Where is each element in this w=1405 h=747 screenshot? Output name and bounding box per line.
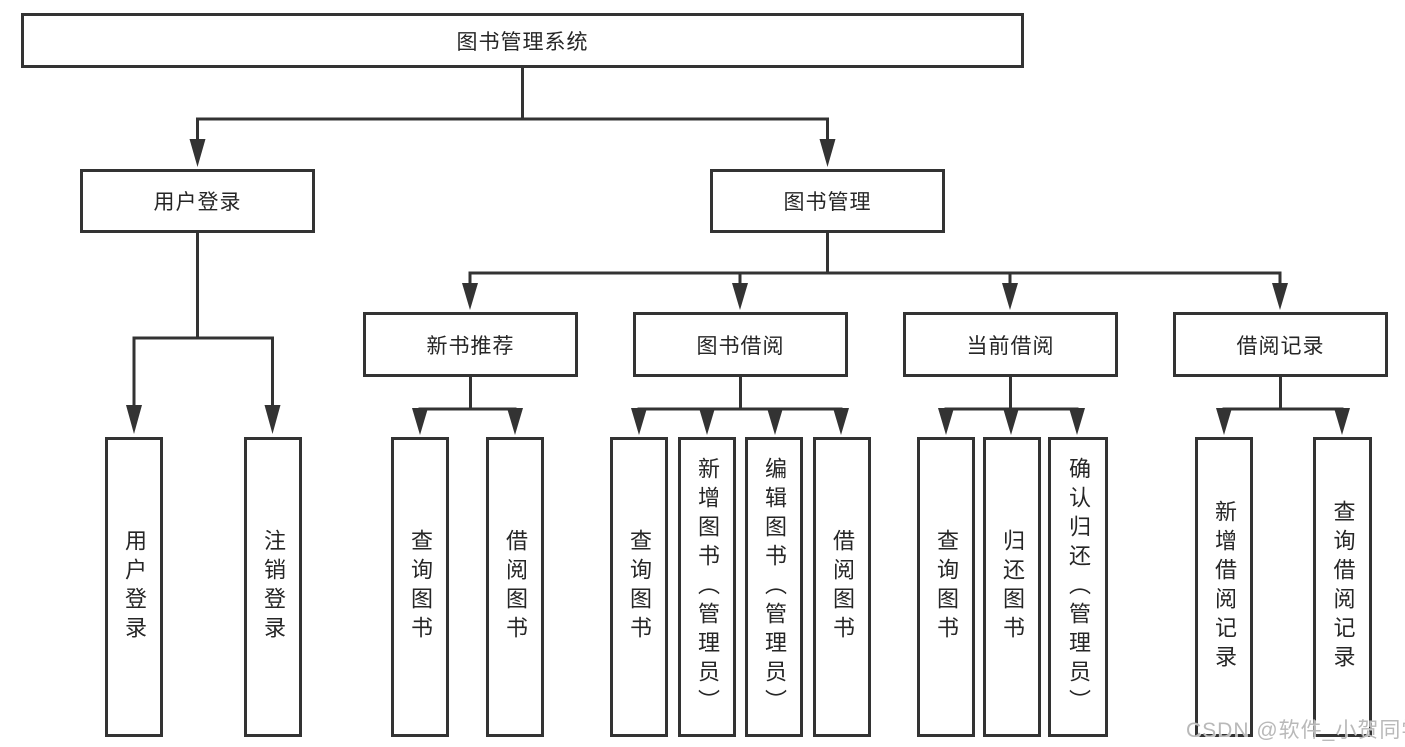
connector-new-book-to-leaves <box>412 377 523 435</box>
leaf-add-borrow-record: 新增借阅记录 <box>1195 437 1253 737</box>
leaf-label: 借阅图书 <box>503 529 528 645</box>
leaf-label: 新增借阅记录 <box>1212 500 1237 674</box>
leaf-label: 查询图书 <box>627 529 652 645</box>
node-new-book-recommend: 新书推荐 <box>363 312 578 377</box>
node-label: 新书推荐 <box>426 334 515 358</box>
node-book-management: 图书管理 <box>710 169 945 233</box>
node-book-borrow: 图书借阅 <box>633 312 848 377</box>
leaf-label: 编辑图书（管理员） <box>762 456 787 718</box>
leaf-logout: 注销登录 <box>244 437 302 737</box>
leaf-query-books-2: 查询图书 <box>610 437 668 737</box>
node-user-login: 用户登录 <box>80 169 315 233</box>
leaf-label: 确认归还（管理员） <box>1066 456 1091 718</box>
leaf-borrow-books-1: 借阅图书 <box>486 437 544 737</box>
node-label: 当前借阅 <box>966 334 1055 358</box>
connector-user-login-to-leaves <box>126 233 281 434</box>
leaf-label: 注销登录 <box>261 529 286 645</box>
leaf-add-books-admin: 新增图书（管理员） <box>678 437 736 737</box>
node-root-library-system: 图书管理系统 <box>21 13 1024 68</box>
leaf-confirm-return-admin: 确认归还（管理员） <box>1048 437 1108 737</box>
leaf-return-books: 归还图书 <box>983 437 1041 737</box>
leaf-query-books-3: 查询图书 <box>917 437 975 737</box>
leaf-borrow-books-2: 借阅图书 <box>813 437 871 737</box>
leaf-query-books-1: 查询图书 <box>391 437 449 737</box>
leaf-query-borrow-record: 查询借阅记录 <box>1313 437 1372 737</box>
leaf-label: 新增图书（管理员） <box>695 456 720 718</box>
node-label: 图书管理 <box>783 191 872 214</box>
leaf-edit-books-admin: 编辑图书（管理员） <box>745 437 803 737</box>
connector-root-to-level2 <box>189 68 836 167</box>
leaf-label: 归还图书 <box>1000 529 1025 645</box>
leaf-label: 借阅图书 <box>830 529 855 645</box>
node-label: 借阅记录 <box>1236 334 1325 358</box>
connector-borrow-record-to-leaves <box>1216 377 1350 435</box>
node-label: 用户登录 <box>153 191 242 214</box>
leaf-label: 查询借阅记录 <box>1330 500 1356 674</box>
connector-book-borrow-to-leaves <box>631 377 849 435</box>
leaf-user-login: 用户登录 <box>105 437 163 737</box>
node-borrow-records: 借阅记录 <box>1173 312 1388 377</box>
csdn-watermark: CSDN @软件_小贺同学 <box>1186 719 1405 742</box>
leaf-label: 用户登录 <box>122 529 147 645</box>
connector-book-mgmt-to-level3 <box>462 233 1288 310</box>
node-label: 图书借阅 <box>696 334 785 358</box>
node-label: 图书管理系统 <box>456 30 589 54</box>
leaf-label: 查询图书 <box>408 529 433 645</box>
leaf-label: 查询图书 <box>934 529 959 645</box>
node-current-borrow: 当前借阅 <box>903 312 1118 377</box>
connector-current-borrow-to-leaves <box>938 377 1085 435</box>
